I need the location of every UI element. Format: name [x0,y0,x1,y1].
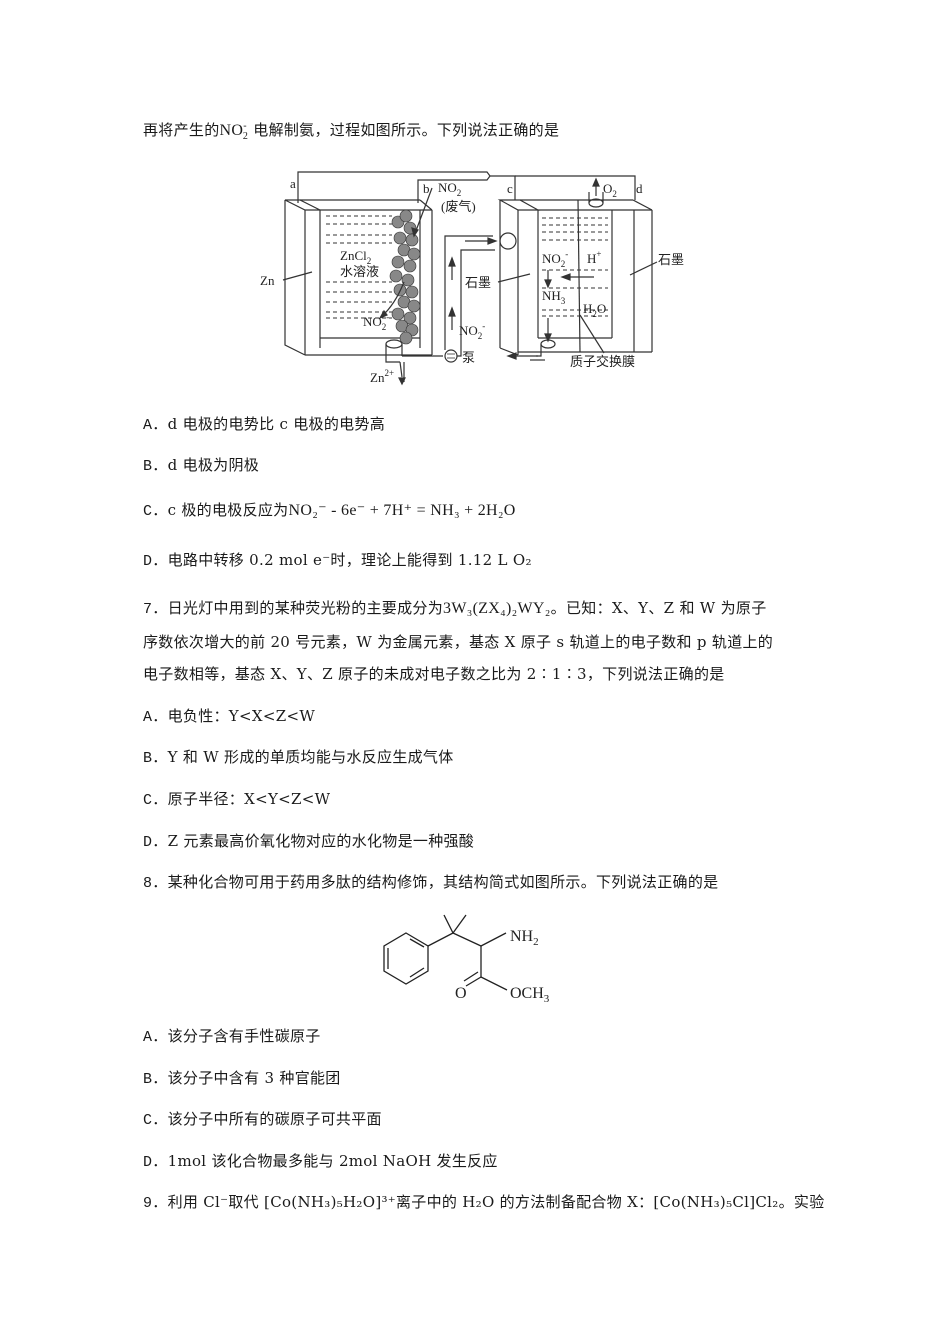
q7-stem-line3: 电子数相等，基态 X、Y、Z 原子的未成对电子数之比为 2∶1∶3，下列说法正确… [143,665,725,683]
phosphor-formula: 3W₃(ZX₄)₂WY₂ [443,600,551,617]
q6-option-b[interactable]: B．d 电极为阴极 [143,456,260,475]
q7-option-d[interactable]: D．Z 元素最高价氧化物对应的水化物是一种强酸 [143,832,475,851]
label-no2-gas: NO2 [438,180,461,198]
label-no2-minus-right: NO2- [542,249,568,269]
label-pump-no2: NO2- [459,321,485,341]
q8-option-d[interactable]: D．1mol 该化合物最多能与 2mol NaOH 发生反应 [143,1152,498,1171]
q6-intro-suffix: 电解制氨，过程如图所示。下列说法正确的是 [253,121,560,139]
label-h-plus: H+ [587,249,601,266]
label-a: a [290,176,296,191]
label-graphite-left: 石墨 [465,275,491,290]
q8-option-b[interactable]: B．该分子中含有 3 种官能团 [143,1069,341,1088]
q6-option-d[interactable]: D．电路中转移 0.2 mol e⁻时，理论上能得到 1.12 L O₂ [143,551,532,570]
label-h2o: H2O [583,301,606,319]
electrode-equation: NO₂⁻ - 6e⁻ + 7H⁺ = NH₃ + 2H₂O [288,502,516,519]
q6-intro: 再将产生的NO-2 电解制氨，过程如图所示。下列说法正确的是 [143,120,560,143]
label-membrane: 质子交换膜 [570,354,635,369]
label-pump: 泵 [462,350,475,365]
label-c: c [507,181,513,196]
no2-minus-formula: NO-2 [219,120,249,143]
label-o2: O2 [603,181,617,199]
q7-stem-line2: 序数依次增大的前 20 号元素，W 为金属元素，基态 X 原子 s 轨道上的电子… [143,633,774,651]
carbonyl-o-label: O [455,985,467,1002]
label-zn: Zn [260,273,275,288]
q8-stem: 8．某种化合物可用于药用多肽的结构修饰，其结构简式如图所示。下列说法正确的是 [143,873,719,892]
q8-option-a[interactable]: A．该分子含有手性碳原子 [143,1027,321,1046]
label-aqueous: 水溶液 [340,264,379,279]
q6-option-c[interactable]: C．c 极的电极反应为NO₂⁻ - 6e⁻ + 7H⁺ = NH₃ + 2H₂O [143,501,516,520]
label-nh3: NH3 [542,288,566,306]
molecule-structure: NH2 O OCH3 [380,908,570,1005]
label-zn2plus: Zn2+ [370,368,394,385]
label-d: d [636,181,643,196]
label-zncl2: ZnCl2 [340,248,371,266]
q7-option-a[interactable]: A．电负性：Y<X<Z<W [143,707,316,726]
q6-option-a[interactable]: A．d 电极的电势比 c 电极的电势高 [143,415,386,434]
q7-stem-line1: 7．日光灯中用到的某种荧光粉的主要成分为3W₃(ZX₄)₂WY₂。已知：X、Y、… [143,599,767,618]
electrolysis-diagram: a b c d Zn NO2 (废气) ZnCl2 水溶液 NO2- NO2- … [250,168,710,386]
label-b: b [423,181,430,196]
q9-stem: 9．利用 Cl⁻取代 [Co(NH₃)₅H₂O]³⁺离子中的 H₂O 的方法制备… [143,1193,825,1212]
q7-option-c[interactable]: C．原子半径：X<Y<Z<W [143,790,331,809]
q6-intro-prefix: 再将产生的 [143,121,220,139]
nh2-label: NH2 [510,928,539,948]
label-no2-minus-left: NO2- [363,312,389,332]
q7-option-b[interactable]: B．Y 和 W 形成的单质均能与水反应生成气体 [143,748,454,767]
label-graphite-right: 石墨 [658,252,684,267]
q8-option-c[interactable]: C．该分子中所有的碳原子可共平面 [143,1110,382,1129]
och3-label: OCH3 [510,985,550,1003]
label-waste-gas: (废气) [441,199,476,214]
